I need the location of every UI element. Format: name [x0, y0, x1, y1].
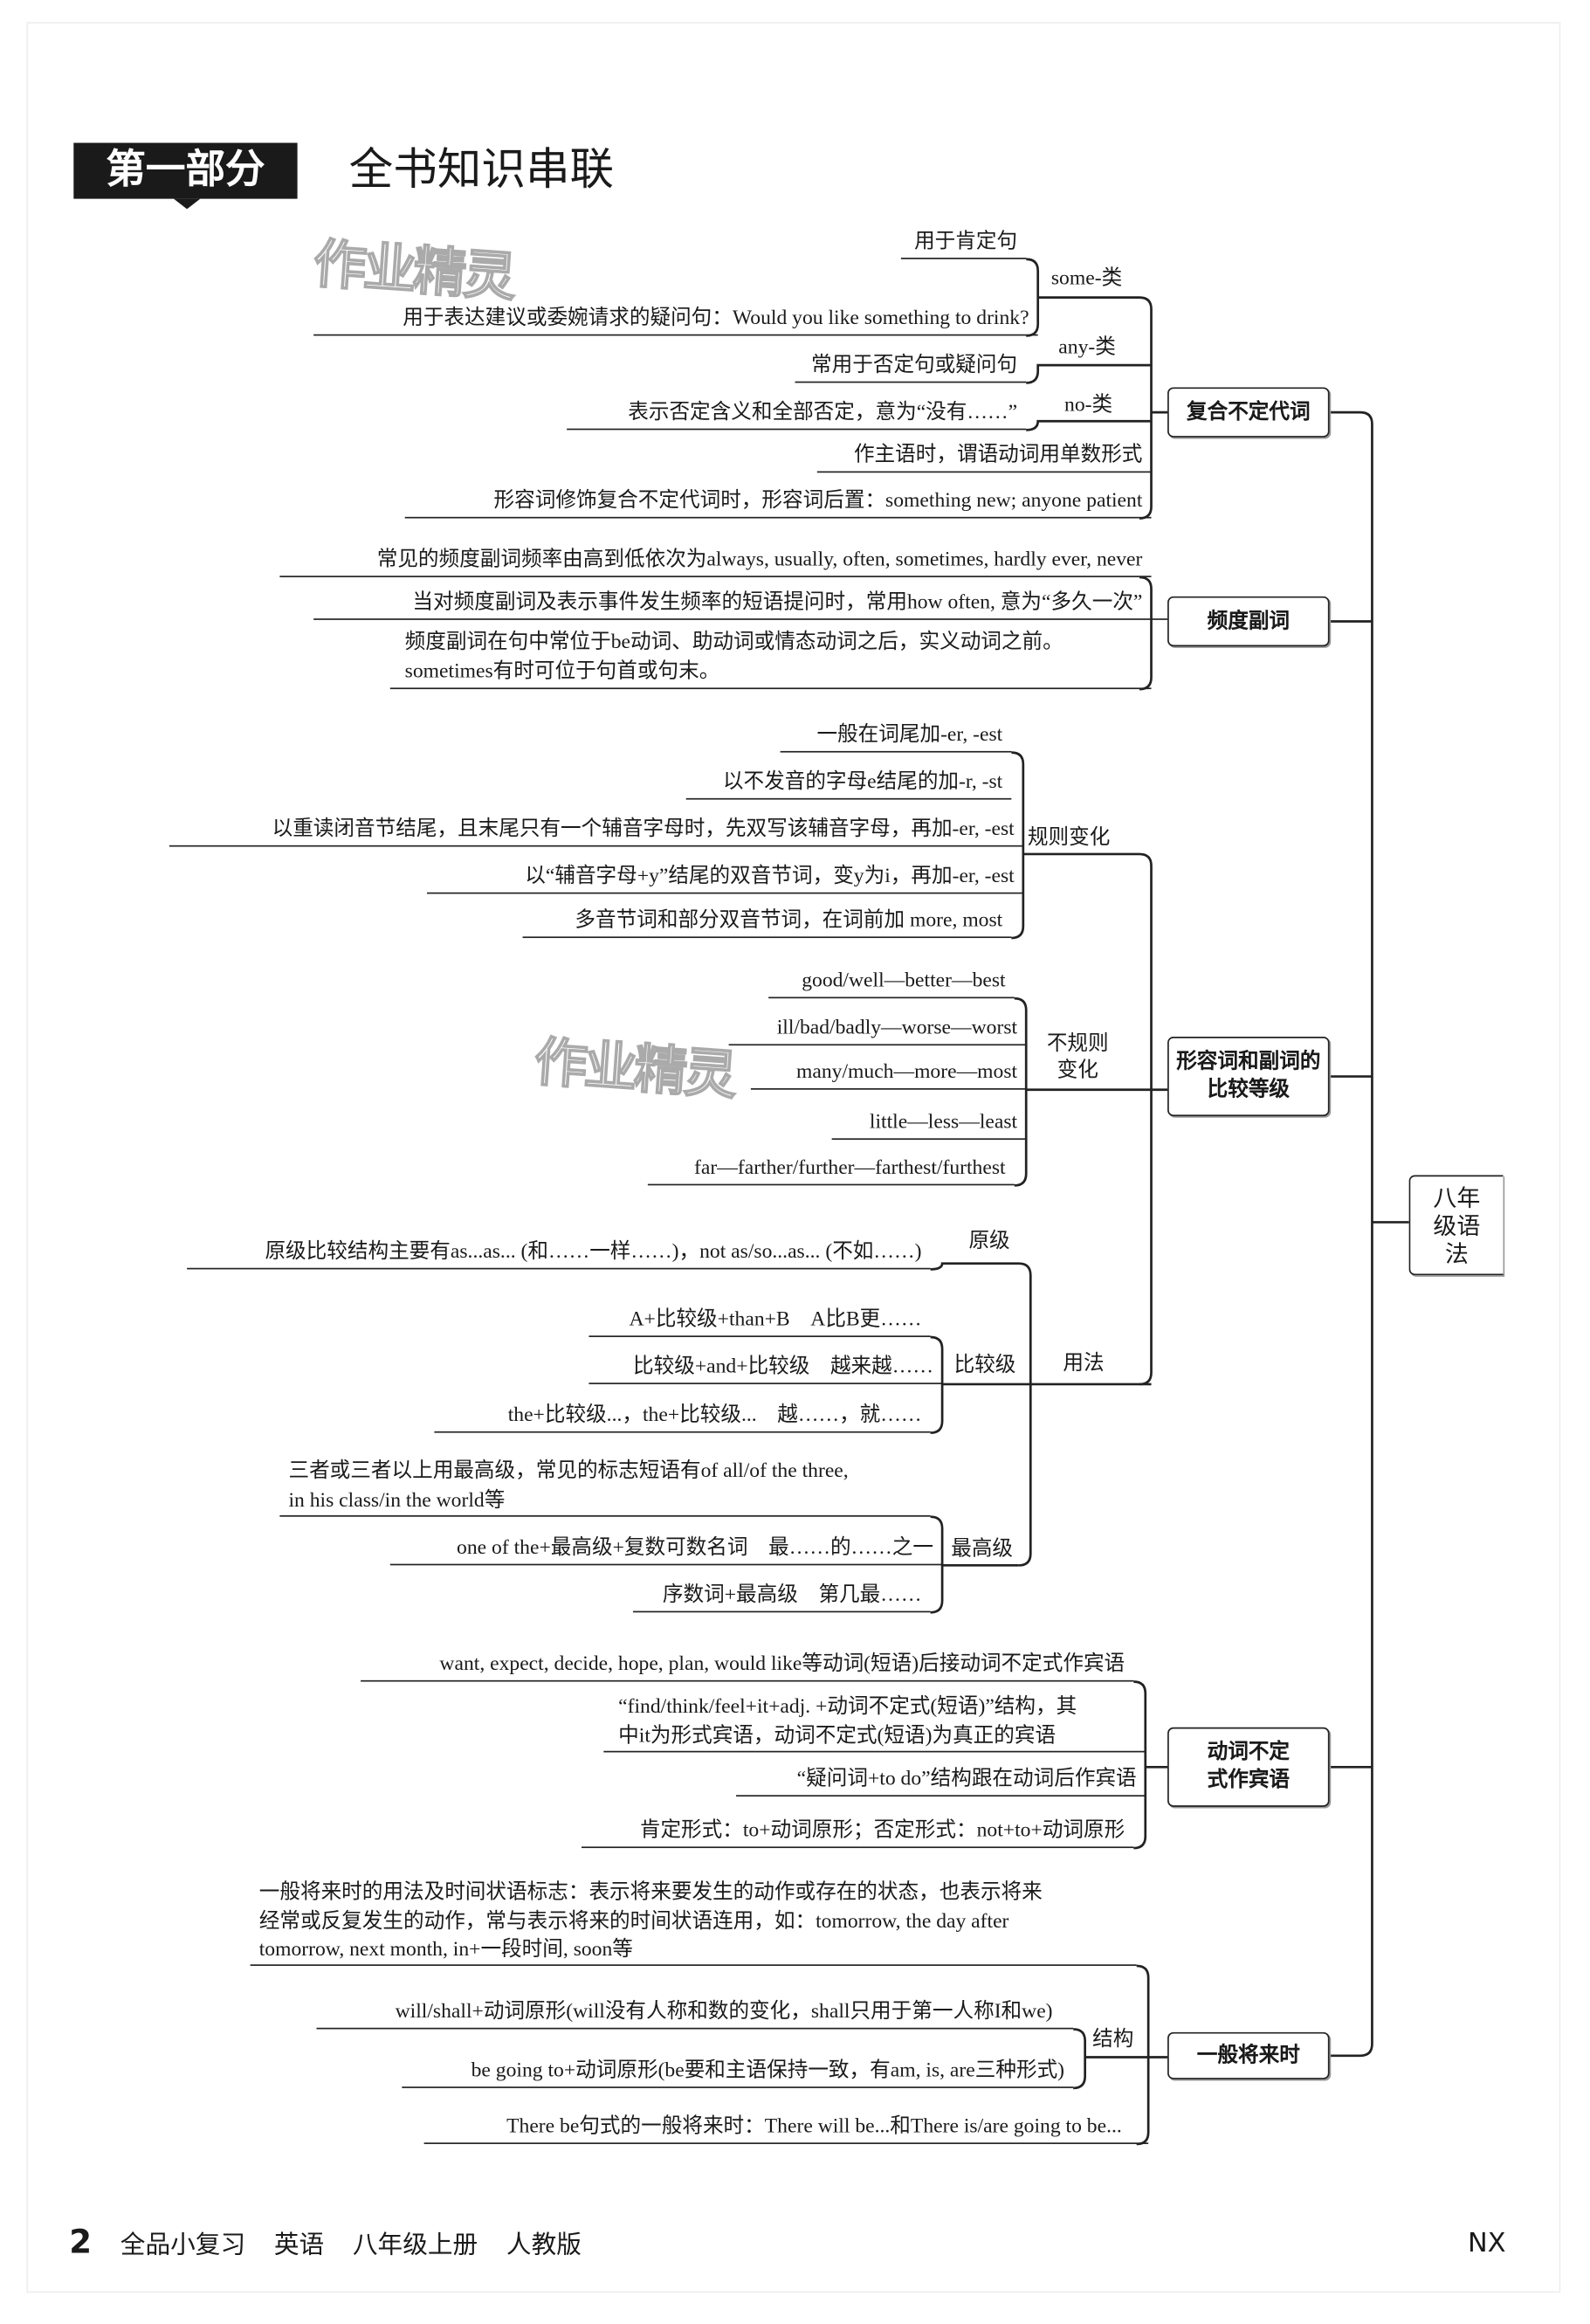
leaf: 用于表达建议或委婉请求的疑问句：Would you like something…	[313, 303, 1038, 336]
leaf: 以“辅音字母+y”结尾的双音节词，变y为i，再加-er, -est	[426, 861, 1023, 894]
leaf-line: “find/think/feel+it+adj. +动词不定式(短语)”结构，其	[618, 1696, 1077, 1719]
leaf-line: 经常或反复发生的动作，常与表示将来的时间状语连用，如：tomorrow, the…	[258, 1910, 1009, 1934]
label-superlative: 最高级	[951, 1538, 1014, 1562]
node-label: 形容词和副词的比较等级	[1176, 1050, 1321, 1102]
node-infinitive-as-object: 动词不定式作宾语	[1167, 1727, 1330, 1807]
leaf-line: sometimes有时可位于句首或句末。	[404, 660, 720, 683]
leaf-line: tomorrow, next month, in+一段时间, soon等	[258, 1939, 633, 1962]
leaf: 肯定形式：to+动词原形；否定形式：not+to+动词原形	[582, 1816, 1134, 1849]
label-irregular: 不规则变化	[1047, 1032, 1109, 1086]
footer-book: 全品小复习	[120, 2231, 246, 2261]
part-badge: 第一部分	[73, 142, 298, 199]
badge-pointer	[173, 198, 201, 210]
node-compound-indefinite-pronouns: 复合不定代词	[1167, 387, 1330, 438]
leaf-line: 三者或三者以上用最高级，常见的标志短语有of all/of the three,	[288, 1460, 849, 1483]
label-some: some-类	[1050, 267, 1123, 291]
label-regular: 规则变化	[1027, 827, 1111, 850]
leaf: far—farther/further—farthest/furthest	[647, 1153, 1015, 1186]
leaf: 多音节词和部分双音节词，在词前加 more, most	[522, 906, 1012, 939]
label-positive: 原级	[968, 1231, 1010, 1253]
label-line: 不规则	[1046, 1033, 1109, 1056]
root-label: 八年级语法	[1433, 1183, 1481, 1267]
leaf-line: 频度副词在句中常位于be动词、助动词或情态动词之后，实义动词之前。	[404, 631, 1063, 654]
leaf: 形容词修饰复合不定代词时，形容词后置：something new; anyone…	[404, 486, 1152, 519]
leaf: many/much—more—most	[750, 1058, 1027, 1090]
node-label-line: 式作宾语	[1207, 1769, 1291, 1792]
leaf: 表示否定含义和全部否定，意为“没有……”	[567, 397, 1027, 431]
footer-grade: 八年级上册	[352, 2231, 478, 2261]
footer: 2 全品小复习 英语 八年级上册 人教版	[69, 2224, 582, 2266]
label-any: any-类	[1058, 337, 1116, 360]
leaf-line: in his class/in the world等	[288, 1489, 506, 1512]
label-no: no-类	[1064, 394, 1113, 417]
footer-code: NX	[1468, 2228, 1506, 2259]
page-frame	[26, 22, 1561, 2293]
label-line: 变化	[1057, 1059, 1098, 1083]
leaf: will/shall+动词原形(will没有人称和数的变化，shall只用于第一…	[316, 1996, 1074, 2030]
leaf: “find/think/feel+it+adj. +动词不定式(短语)”结构，其…	[603, 1693, 1146, 1753]
leaf: “疑问词+to do”结构跟在动词后作宾语	[736, 1764, 1146, 1797]
leaf: 三者或三者以上用最高级，常见的标志短语有of all/of the three,…	[279, 1458, 931, 1517]
leaf: one of the+最高级+复数可数名词 最……的……之一	[389, 1533, 943, 1566]
leaf: 一般在词尾加-er, -est	[780, 721, 1012, 753]
leaf: 比较级+and+比较级 越来越……	[589, 1352, 943, 1384]
root-node: 八年级语法	[1408, 1175, 1504, 1276]
leaf: A+比较级+than+B A比B更……	[589, 1305, 931, 1337]
page-title: 全书知识串联	[348, 144, 615, 197]
node-simple-future: 一般将来时	[1167, 2031, 1330, 2079]
label-usage: 用法	[1063, 1353, 1105, 1376]
node-comparison-degrees: 形容词和副词的比较等级	[1167, 1037, 1330, 1117]
leaf: There be句式的一般将来时：There will be...和There …	[423, 2112, 1149, 2144]
leaf-line: 一般将来时的用法及时间状语标志：表示将来要发生的动作或存在的状态，也表示将来	[258, 1881, 1043, 1905]
leaf: 常见的频度副词频率由高到低依次为always, usually, often, …	[279, 545, 1152, 577]
page-number: 2	[69, 2224, 93, 2262]
leaf: 频度副词在句中常位于be动词、助动词或情态动词之后，实义动词之前。 sometim…	[389, 629, 1152, 690]
label-structure: 结构	[1092, 2029, 1134, 2052]
node-frequency-adverbs: 频度副词	[1167, 596, 1330, 647]
leaf: good/well—better—best	[768, 966, 1015, 999]
leaf: be going to+动词原形(be要和主语保持一致，有am, is, are…	[402, 2056, 1074, 2088]
leaf: 当对频度副词及表示事件发生频率的短语提问时，常用how often, 意为“多久…	[313, 588, 1168, 620]
leaf: the+比较级...，the+比较级... 越……，就……	[434, 1400, 931, 1433]
leaf: 常用于否定句或疑问句	[795, 350, 1027, 383]
leaf: 用于肯定句	[900, 227, 1027, 259]
node-label-line: 动词不定	[1207, 1740, 1291, 1764]
leaf: 以不发音的字母e结尾的加-r, -st	[685, 767, 1012, 800]
leaf: ill/bad/badly—worse—worst	[728, 1013, 1027, 1046]
leaf: 序数词+最高级 第几最……	[633, 1580, 931, 1613]
footer-subject: 英语	[273, 2231, 325, 2261]
leaf: want, expect, decide, hope, plan, would …	[361, 1649, 1134, 1682]
leaf: 原级比较结构主要有as...as... (和……一样……)，not as/so.…	[187, 1237, 931, 1270]
footer-edition: 人教版	[506, 2231, 582, 2261]
leaf: 以重读闭音节结尾，且末尾只有一个辅音字母时，先双写该辅音字母，再加-er, -e…	[169, 814, 1023, 847]
label-comparative: 比较级	[953, 1355, 1016, 1377]
leaf-line: 中it为形式宾语，动词不定式(短语)为真正的宾语	[618, 1725, 1057, 1748]
leaf: 一般将来时的用法及时间状语标志：表示将来要发生的动作或存在的状态，也表示将来经常…	[250, 1879, 1137, 1966]
leaf: 作主语时，谓语动词用单数形式	[816, 440, 1152, 473]
leaf: little—less—least	[831, 1107, 1027, 1141]
